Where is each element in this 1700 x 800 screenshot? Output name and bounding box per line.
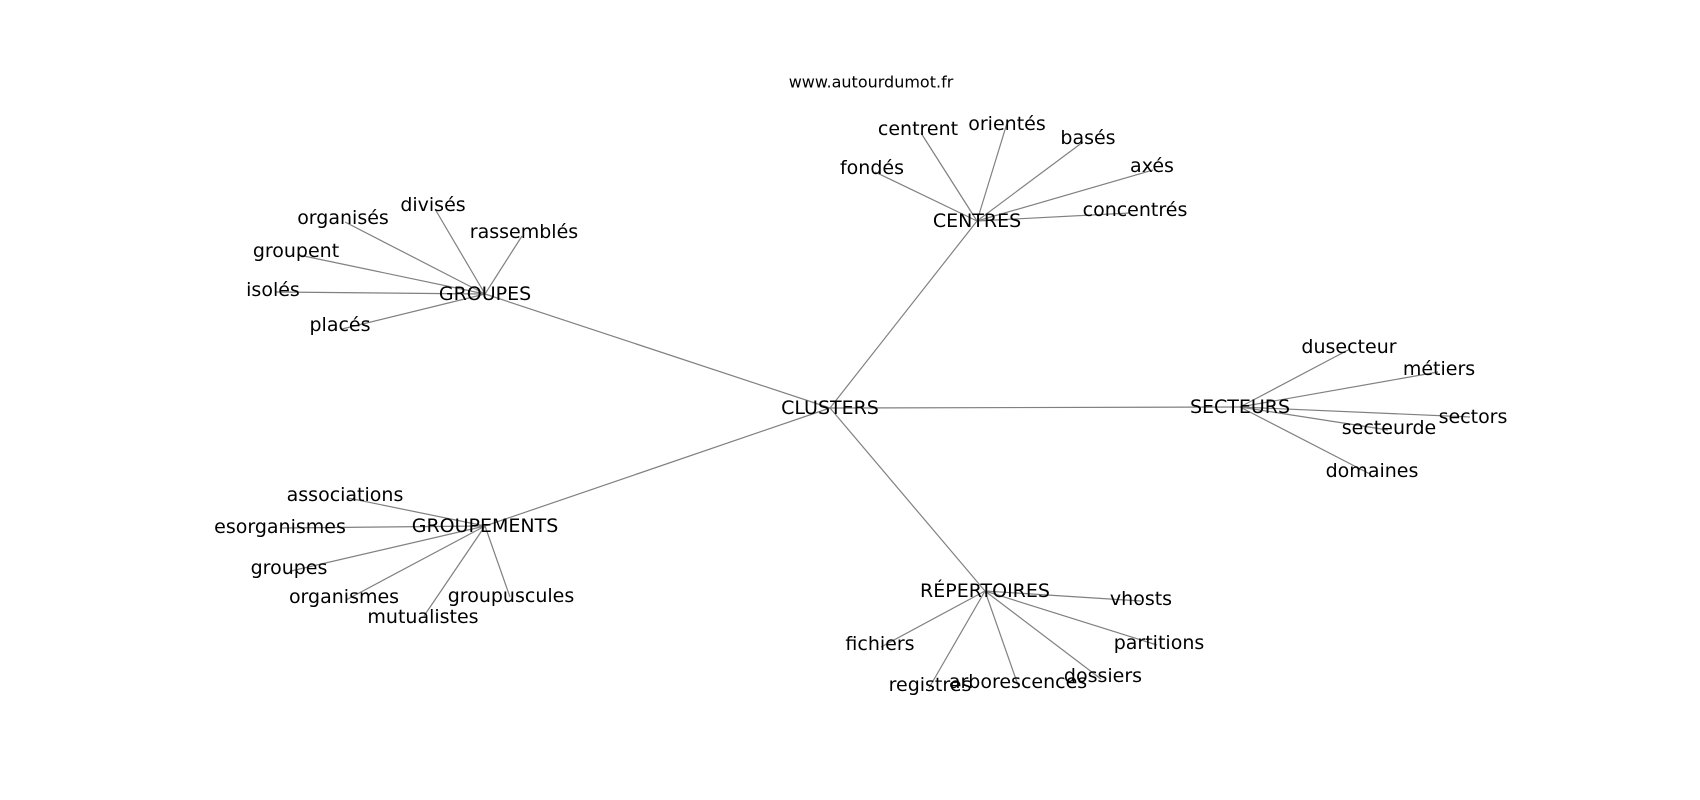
source-watermark: www.autourdumot.fr	[789, 73, 954, 92]
leaf-node[interactable]: isolés	[246, 279, 300, 301]
leaf-node[interactable]: mutualistes	[367, 606, 478, 628]
leaf-node[interactable]: axés	[1130, 155, 1174, 177]
graph-edge	[290, 525, 486, 572]
graph-edge	[484, 235, 523, 295]
leaf-node[interactable]: dossiers	[1064, 665, 1142, 687]
leaf-node[interactable]: organismes	[289, 586, 399, 608]
graph-edge	[984, 590, 1019, 686]
hub-node-groupes[interactable]: GROUPES	[439, 283, 531, 305]
graph-edge	[1239, 406, 1389, 431]
leaf-node[interactable]: arborescences	[949, 671, 1087, 693]
hub-node-centres[interactable]: CENTRES	[933, 210, 1021, 232]
leaf-node[interactable]: associations	[287, 484, 404, 506]
graph-edge	[976, 141, 1084, 222]
leaf-node[interactable]: orientés	[968, 113, 1045, 135]
graph-edge	[976, 119, 1009, 222]
leaf-node[interactable]: organisés	[297, 207, 389, 229]
graph-edge	[920, 132, 978, 222]
graph-edge	[484, 407, 831, 527]
graph-edge	[976, 169, 1154, 222]
leaf-node[interactable]: fichiers	[845, 633, 914, 655]
graph-edge	[423, 525, 486, 617]
leaf-node[interactable]: métiers	[1403, 358, 1475, 380]
leaf-node[interactable]: fondés	[840, 157, 904, 179]
graph-labels: CLUSTERS CENTRES centrent orientés basés…	[214, 113, 1507, 696]
leaf-node[interactable]: divisés	[400, 194, 465, 216]
graph-edge	[484, 293, 831, 409]
graph-edge	[434, 208, 486, 295]
graph-edge	[829, 406, 1241, 409]
graph-edge	[874, 171, 978, 222]
leaf-node[interactable]: dusecteur	[1301, 336, 1396, 358]
leaf-node[interactable]: groupes	[251, 557, 328, 579]
graph-edge	[281, 525, 486, 529]
graph-edge	[928, 590, 986, 689]
leaf-node[interactable]: registres	[889, 674, 972, 696]
graph-edge	[345, 525, 486, 601]
graph-edges	[275, 119, 1471, 689]
leaf-node[interactable]: partitions	[1114, 632, 1205, 654]
graph-edge	[829, 220, 978, 409]
leaf-node[interactable]: basés	[1060, 127, 1115, 149]
leaf-node[interactable]: secteurde	[1342, 417, 1436, 439]
graph-edge	[1239, 349, 1349, 408]
leaf-node[interactable]: domaines	[1326, 460, 1419, 482]
graph-edge	[984, 590, 1102, 680]
leaf-node[interactable]: groupent	[253, 240, 339, 262]
graph-edge	[1239, 371, 1439, 408]
leaf-node[interactable]: sectors	[1439, 406, 1508, 428]
graph-edge	[984, 590, 1142, 602]
graph-edge	[976, 212, 1131, 222]
hub-node-secteurs[interactable]: SECTEURS	[1190, 396, 1290, 418]
leaf-node[interactable]: concentrés	[1083, 199, 1188, 221]
graph-edge	[1239, 406, 1371, 475]
hub-node-repertoires[interactable]: RÉPERTOIRES	[920, 579, 1050, 602]
graph-edge	[344, 221, 486, 295]
graph-edge	[275, 291, 486, 295]
leaf-node[interactable]: groupuscules	[448, 585, 574, 607]
graph-edge	[298, 254, 486, 295]
leaf-node[interactable]: vhosts	[1110, 588, 1172, 610]
graph-edge	[484, 525, 511, 598]
leaf-node[interactable]: esorganismes	[214, 516, 346, 538]
root-node[interactable]: CLUSTERS	[781, 397, 879, 419]
leaf-node[interactable]: placés	[309, 314, 370, 336]
graph-edge	[341, 293, 486, 330]
graph-edge	[1239, 406, 1471, 418]
leaf-node[interactable]: rassemblés	[470, 221, 578, 243]
leaf-node[interactable]: centrent	[878, 118, 958, 140]
graph-edge	[984, 590, 1158, 646]
graph-edge	[829, 407, 986, 592]
hub-node-groupements[interactable]: GROUPEMENTS	[412, 515, 559, 537]
graph-edge	[880, 590, 986, 648]
graph-edge	[347, 497, 486, 527]
